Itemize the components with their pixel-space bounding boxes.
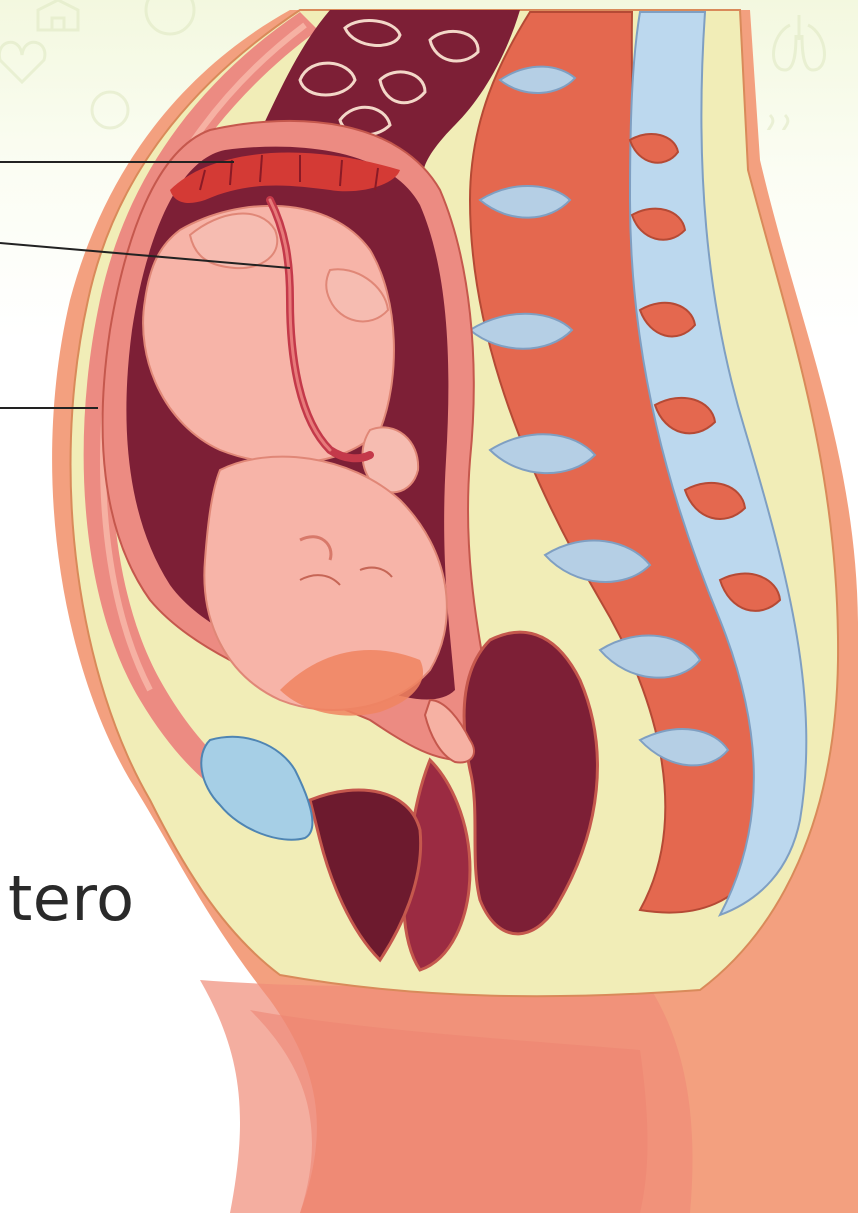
uterus-label-fragment: tero — [8, 868, 135, 930]
